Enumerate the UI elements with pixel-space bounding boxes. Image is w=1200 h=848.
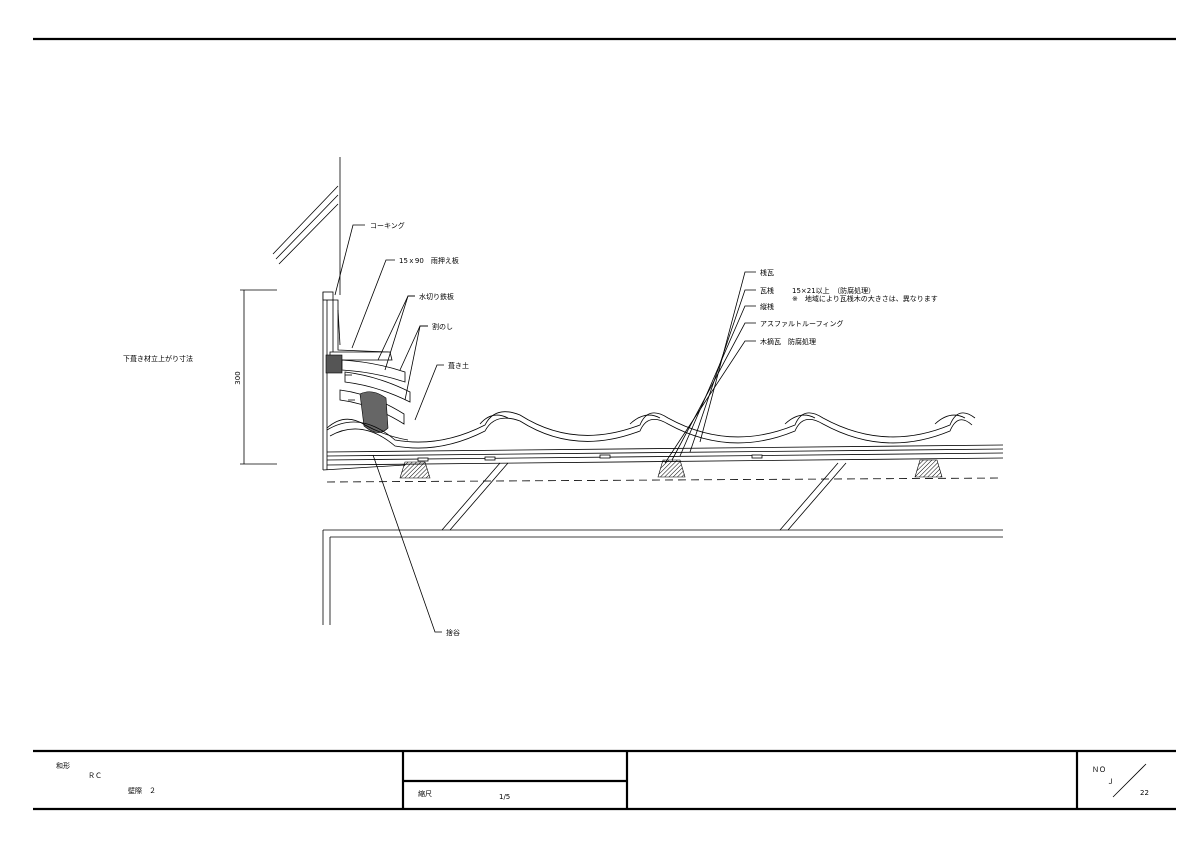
label-bridge-tile: 桟瓦 <box>760 268 774 277</box>
rafters <box>322 462 1003 625</box>
tb-sheet-letter: Ｊ <box>1107 778 1114 786</box>
leader-lines-left <box>334 224 444 633</box>
roof-deck-layers <box>322 444 1004 483</box>
label-fill-soil: 葺き土 <box>448 361 469 370</box>
label-gutter: 捨谷 <box>446 628 460 637</box>
tb-category: 和形 <box>56 761 70 770</box>
tile-battens <box>399 459 943 479</box>
label-vertical-batten: 縦桟 <box>760 302 774 311</box>
dimension-300: 300 <box>234 289 277 465</box>
label-cover-board: 15ｘ90 雨押え板 <box>399 256 459 265</box>
label-fixing-strip: 木摘瓦 防腐処理 <box>760 337 816 346</box>
tb-sheet-number: 22 <box>1140 789 1149 797</box>
label-noshi: 割のし <box>432 322 453 331</box>
leader-lines-right <box>664 271 756 464</box>
title-block <box>33 749 1176 811</box>
label-tile-batten-spec-2: ※ 地域により瓦桟木の大きさは、異なります <box>792 294 938 303</box>
label-caulking: コーキング <box>370 221 405 230</box>
tb-scale-label: 縮尺 <box>418 789 432 798</box>
tb-no-label: ＮＯ <box>1092 766 1106 774</box>
label-tile-batten: 瓦桟 <box>760 286 774 295</box>
label-drip-board: 水切り鉄板 <box>419 292 454 301</box>
tb-scale-value: 1/5 <box>499 793 510 801</box>
dimension-note: 下葺き材立上がり寸法 <box>123 354 193 363</box>
label-tile-batten-spec-1: 15×21以上 （防腐処理） <box>792 286 875 295</box>
roof-tile-profile <box>326 411 976 449</box>
label-asphalt-roofing: アスファルトルーフィング <box>760 319 843 328</box>
dimension-value: 300 <box>234 371 242 384</box>
wall-structure <box>272 157 411 470</box>
tb-structure: ＲＣ <box>88 772 102 780</box>
tb-title: 壁際 ２ <box>128 786 156 795</box>
